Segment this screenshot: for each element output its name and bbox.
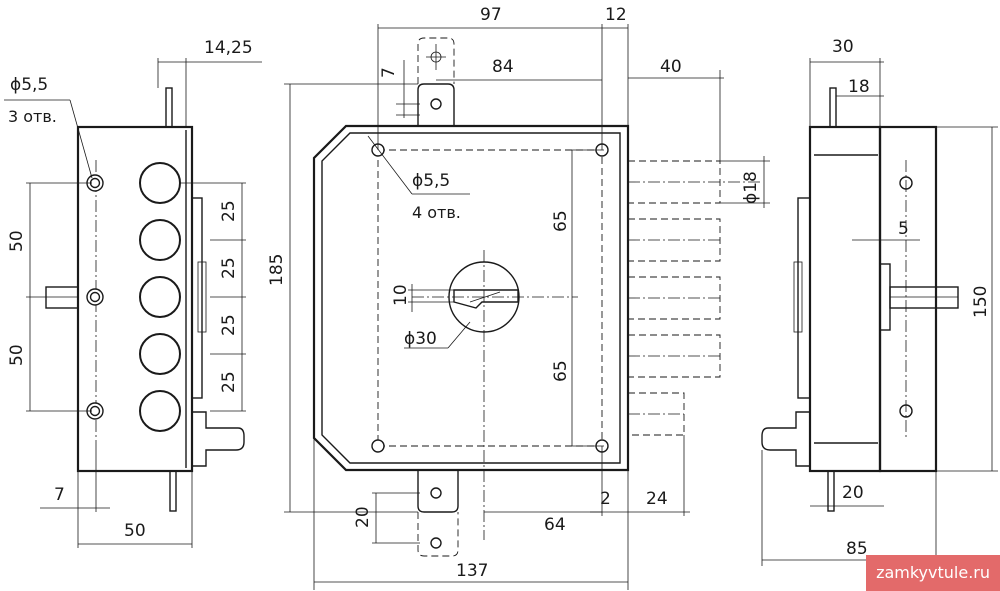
left-bottom-tab [169, 470, 177, 512]
right-side-view: 30 18 5 150 20 85 [761, 37, 998, 566]
dim-front-40: 40 [660, 57, 682, 77]
dim-front-64: 64 [544, 515, 566, 535]
left-top-tab [165, 87, 173, 128]
dim-left-50-lower: 50 [7, 344, 27, 366]
dim-right-150: 150 [971, 286, 991, 318]
dim-front-65-lower: 65 [551, 360, 571, 382]
front-bolts [628, 160, 760, 436]
left-bolt-3 [139, 276, 181, 318]
dim-front-84: 84 [492, 57, 514, 77]
left-spindle [45, 286, 79, 309]
dim-right-20: 20 [842, 483, 864, 503]
dim-front-2: 2 [600, 489, 611, 509]
front-keyhole [453, 289, 519, 309]
left-bolt-4 [139, 333, 181, 375]
left-bolt-5 [139, 390, 181, 432]
dim-right-5: 5 [898, 219, 909, 239]
dim-front-12: 12 [605, 5, 627, 25]
dim-front-97: 97 [480, 5, 502, 25]
dim-left-50-upper: 50 [7, 230, 27, 252]
dim-left-25-a: 25 [219, 200, 239, 222]
dim-front-hole-count: 4 отв. [412, 203, 461, 222]
dim-front-d30: ϕ30 [404, 329, 437, 349]
dim-left-top: 14,25 [204, 38, 253, 58]
dim-front-24: 24 [646, 489, 668, 509]
front-view: 97 12 7 84 40 185 ϕ5,5 4 отв. 65 65 10 [267, 5, 770, 590]
dim-front-10: 10 [391, 284, 411, 306]
dim-left-hole-count: 3 отв. [8, 107, 57, 126]
dim-right-18: 18 [848, 77, 870, 97]
dim-right-85: 85 [846, 539, 868, 559]
front-top-tab [417, 83, 455, 126]
left-side-view: 14,25 ϕ5,5 3 отв. 50 50 25 25 25 25 7 50 [4, 38, 262, 548]
dim-front-65-upper: 65 [551, 210, 571, 232]
front-bottom-tab [417, 470, 459, 513]
front-case [312, 124, 630, 472]
left-bolt-2 [139, 219, 181, 261]
right-spindle [889, 286, 959, 309]
dim-left-25-d: 25 [219, 371, 239, 393]
dim-left-50-bottom: 50 [124, 521, 146, 541]
dim-front-185: 185 [267, 254, 287, 286]
dim-front-hole-dia: ϕ5,5 [412, 171, 450, 191]
front-hole-bl [371, 439, 385, 453]
dim-front-137: 137 [456, 561, 488, 581]
dim-right-30: 30 [832, 37, 854, 57]
left-bolt-1 [139, 162, 181, 204]
dim-front-20: 20 [353, 506, 373, 528]
dim-left-hole-dia: ϕ5,5 [10, 75, 48, 95]
dim-left-7: 7 [54, 485, 65, 505]
right-case [808, 125, 882, 473]
dim-front-7: 7 [379, 67, 399, 78]
dim-front-d18: ϕ18 [741, 171, 761, 204]
dim-left-25-c: 25 [219, 314, 239, 336]
dim-left-25-b: 25 [219, 257, 239, 279]
watermark: zamkyvtule.ru [866, 555, 1000, 591]
